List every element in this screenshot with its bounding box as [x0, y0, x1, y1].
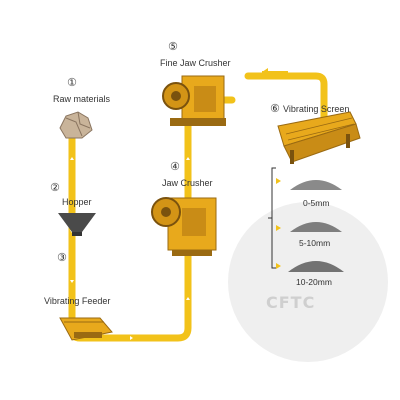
gravel-pile-icon [290, 222, 342, 232]
step-number: ⑥ [270, 102, 280, 115]
hopper-icon [58, 213, 96, 236]
product-size-label: 0-5mm [303, 198, 330, 208]
product-size-label: 5-10mm [299, 238, 331, 248]
vibrating-screen-icon [277, 111, 361, 164]
arrow-down-icon [70, 280, 74, 283]
step-label-jaw-crusher: Jaw Crusher [162, 178, 213, 188]
step-number: ① [67, 76, 77, 89]
step-label-hopper: Hopper [62, 197, 92, 207]
jaw-crusher-icon [151, 197, 217, 256]
arrow-up-icon [186, 297, 190, 300]
raw-materials-icon [59, 111, 93, 139]
gravel-pile-icon [290, 180, 342, 190]
arrow-left-icon [262, 68, 288, 76]
arrow-right-icon [276, 225, 281, 231]
background-circle [228, 202, 388, 362]
step-label-raw-materials: Raw materials [53, 94, 111, 104]
arrow-down-icon [70, 157, 74, 160]
product-arrows [276, 178, 281, 269]
product-bracket [268, 167, 276, 269]
arrow-up-icon [186, 157, 190, 160]
step-label-vibrating-feeder: Vibrating Feeder [44, 296, 111, 306]
vibrating-feeder-icon [59, 317, 113, 341]
step-number: ⑤ [168, 40, 178, 53]
conveyor-belt-top [244, 72, 328, 122]
gravel-pile-icon [288, 261, 344, 272]
arrow-right-icon [130, 336, 133, 340]
arrow-right-icon [276, 178, 281, 184]
fine-jaw-crusher-icon [162, 75, 226, 126]
product-size-label: 10-20mm [296, 277, 332, 287]
step-number: ② [50, 181, 60, 194]
step-number: ③ [57, 251, 67, 264]
step-label-vibrating-screen: Vibrating Screen [283, 104, 350, 114]
step-number: ④ [170, 160, 180, 173]
arrow-right-icon [276, 263, 281, 269]
step-label-fine-jaw-crusher: Fine Jaw Crusher [160, 58, 231, 68]
cftc-logo: CFTC [266, 293, 316, 312]
